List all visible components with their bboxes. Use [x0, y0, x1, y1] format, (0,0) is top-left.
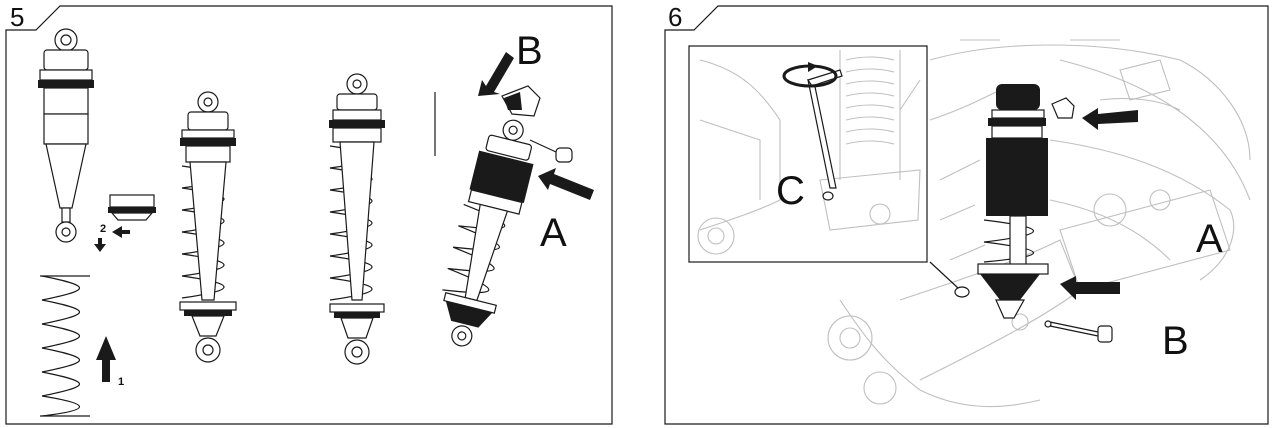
- label-b6: B: [1162, 319, 1189, 363]
- note-1: 1: [118, 376, 124, 388]
- panel-5: 5 1: [5, 2, 613, 425]
- screw-head: [822, 191, 834, 201]
- hex-key-tool: [807, 69, 843, 189]
- bolt-part: [1044, 320, 1113, 343]
- step-number-5: 5: [10, 2, 24, 32]
- arrow-small-icon: [94, 226, 130, 252]
- label-a: A: [540, 211, 567, 255]
- chassis-background: [827, 39, 1251, 408]
- loose-spring: [40, 275, 90, 417]
- shock-body-4: [442, 119, 534, 347]
- grease-dot: [929, 261, 970, 298]
- shock-body-3: [329, 73, 385, 365]
- label-c: C: [776, 169, 805, 213]
- panel-6-frame: [664, 5, 1269, 425]
- rotate-icon: [782, 62, 838, 88]
- inset-frame: [688, 45, 928, 263]
- installed-shock: [977, 84, 1049, 319]
- shock-body-1: [38, 28, 94, 243]
- arrow-b6-icon: [1060, 276, 1120, 300]
- step-number-6: 6: [668, 2, 682, 32]
- panel-5-frame: [5, 5, 613, 425]
- arrow-b-icon: [478, 52, 514, 96]
- label-a6: A: [1196, 217, 1223, 261]
- arrow-a-icon: [538, 168, 594, 200]
- note-2: 2: [100, 223, 106, 235]
- bushing-part: [529, 139, 573, 163]
- label-b: B: [516, 29, 543, 73]
- arrow-up-icon: [96, 336, 116, 382]
- detail-inset: C: [688, 45, 928, 263]
- panel-6: 6: [664, 2, 1269, 425]
- spring-collar: [108, 194, 156, 221]
- inset-background: [697, 50, 921, 255]
- nut-part: [1051, 97, 1075, 119]
- shock-cap-part: [501, 85, 541, 117]
- shock-body-2: [179, 91, 237, 363]
- arrow-a6-icon: [1082, 108, 1138, 130]
